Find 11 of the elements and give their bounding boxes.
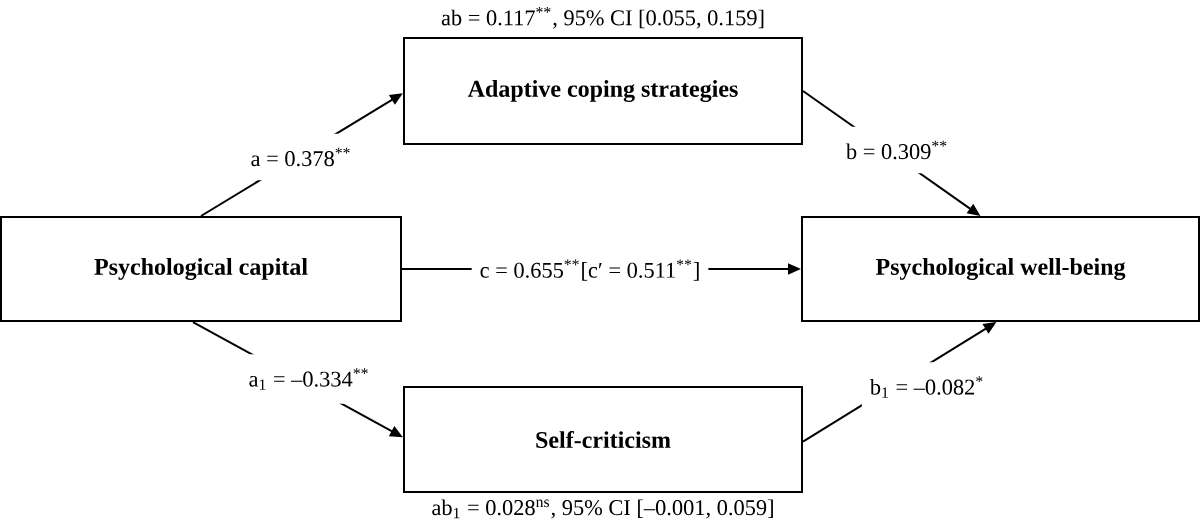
edge-label: b = 0.309$^{**}$ — [837, 126, 957, 174]
effect-text: ab = 0.117$^{**}$, 95% CI [0.055, 0.159] — [441, 6, 764, 29]
variable-box: Psychological well-being — [801, 216, 1200, 322]
edge-label: a$_{1}$ = –0.334$^{**}$ — [240, 354, 378, 404]
variable-box: Psychological capital — [0, 216, 402, 322]
edge-label: c = 0.655$^{**}$[c′ = 0.511$^{**}$] — [471, 245, 709, 295]
edge-label: a = 0.378$^{**}$ — [242, 133, 360, 181]
variable-box: Adaptive coping strategies — [403, 37, 803, 145]
variable-box: Self-criticism — [403, 386, 803, 493]
effect-text: ab$_{1}$ = 0.028$^{ns}$, 95% CI [–0.001, 0.059] — [432, 499, 773, 519]
edge-label: b$_{1}$ = –0.082$^{*}$ — [861, 362, 993, 412]
